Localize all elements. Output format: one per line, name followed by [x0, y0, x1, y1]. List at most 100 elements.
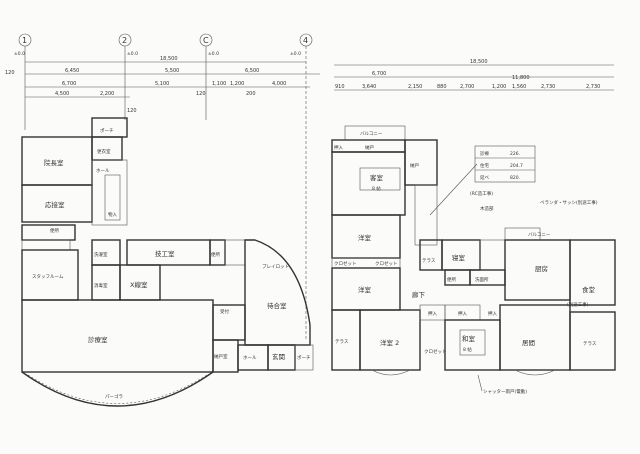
room-label: 便所: [447, 276, 456, 283]
room-label: 物入: [108, 211, 117, 218]
room-label: 客室: [370, 173, 384, 182]
axis-label: 4: [303, 36, 308, 45]
dim-text: 5,100: [155, 81, 169, 87]
dim-text: 6,700: [62, 81, 76, 87]
room-label: 押入: [334, 144, 343, 151]
left-dimension-lines: 18,500 6,450 5,500 6,500 6,700 5,100 1,1…: [5, 56, 320, 114]
room-label: 押入: [458, 310, 467, 317]
right-plan: [331, 125, 616, 376]
room-label: X線室: [130, 280, 148, 289]
dim-text: 1,100: [212, 81, 226, 87]
dim-text: 2,200: [100, 91, 114, 97]
treatment-room-outline: [21, 299, 214, 373]
room-label: ポーチ: [100, 127, 114, 134]
level-mark: ±0.0: [290, 51, 301, 57]
room-label: パーゴラ: [105, 393, 123, 400]
room-label: 消毒室: [94, 282, 108, 289]
room-label: 食堂: [582, 285, 596, 294]
room-label: バルコニー: [360, 131, 383, 137]
room-label: 洋室 2: [380, 338, 399, 347]
note: ベランダ・サッシ(別途工事): [540, 199, 598, 206]
room-label: ホール: [243, 355, 257, 361]
room-label: 8 帖: [372, 185, 381, 192]
dim-text: 6,450: [65, 68, 79, 74]
room-label: 更衣室: [97, 148, 111, 155]
room-label: 寝室: [452, 253, 466, 262]
room-label: 8 帖: [463, 346, 472, 353]
right-room-labels: バルコニー 押入 納戸 納戸 客室 8 帖 洋室 クロゼット クロゼット 洋室 …: [334, 131, 598, 395]
room-label: 厨房: [535, 264, 548, 273]
note: 木造部: [480, 205, 494, 212]
room-label: 応接室: [45, 200, 65, 209]
room-label: テラス: [422, 258, 436, 264]
room-label: 居間: [522, 339, 535, 347]
room-label: テラス: [335, 339, 349, 345]
room-label: 待合室: [267, 301, 287, 310]
room-label: 院長室: [44, 158, 64, 167]
room-label: 押入: [428, 310, 437, 317]
room-label: 廊下: [412, 290, 426, 299]
room-label: 受付: [220, 308, 229, 315]
room-label: クロゼット: [424, 348, 447, 355]
dim-text: 4,000: [272, 81, 286, 87]
grid-axes: 1 2 C 4 ±0.0 ±0.0 ±0.0 ±0.0: [14, 33, 313, 340]
area-label: 住宅: [480, 162, 489, 169]
dim-text: 4,500: [55, 91, 69, 97]
dim-text: 2,700: [460, 84, 474, 90]
axis-label: 1: [22, 36, 27, 45]
dim-text: 5,500: [165, 68, 179, 74]
note: (RC造工事): [470, 190, 493, 197]
note: (別途工事): [567, 301, 589, 308]
dim-text: 1,200: [492, 84, 506, 90]
dim-text: 3,640: [362, 84, 376, 90]
dim-text: 18,500: [160, 56, 178, 62]
level-mark: ±0.0: [127, 51, 138, 57]
axis-label: C: [203, 36, 209, 45]
room-label: 納戸: [410, 162, 419, 169]
note: シャッター雨戸(電動): [483, 388, 527, 395]
room-label: テラス: [583, 341, 597, 347]
dim-text: 6,700: [372, 71, 386, 77]
area-label: 診療: [480, 150, 489, 157]
axis-label: 2: [122, 36, 127, 45]
area-value: 820.: [510, 175, 520, 181]
dim-text: 18,500: [470, 59, 488, 65]
dim-text: 880: [437, 84, 447, 90]
pergola-arc: [21, 371, 214, 407]
room-label: 洗濯室: [94, 251, 108, 258]
room-label: 診療室: [88, 335, 108, 344]
room-label: クロゼット: [375, 260, 398, 267]
room-label: 洋室: [358, 233, 372, 242]
left-plan: [21, 117, 314, 407]
left-room-labels: ポーチ 更衣室 院長室 応接室 ホール 物入 便所 スタッフルーム 洗濯室 消毒…: [32, 127, 311, 400]
dim-text: 120: [127, 108, 137, 114]
room-label: ホール: [96, 168, 110, 174]
room-label: 納戸: [365, 144, 374, 151]
level-mark: ±0.0: [208, 51, 219, 57]
room-label: スタッフルーム: [32, 273, 64, 280]
room-label: 技工室: [155, 249, 175, 258]
area-value: 204.7: [510, 163, 523, 169]
room-label: 洗面所: [475, 276, 489, 283]
room-label: バルコニー: [528, 232, 551, 238]
dim-text: 6,500: [245, 68, 259, 74]
room-label: 玄関: [272, 352, 285, 361]
room-label: 便所: [50, 227, 59, 234]
area-table: 診療 226. 住宅 204.7 延べ 820.: [429, 145, 536, 216]
room-label: クロゼット: [334, 260, 357, 267]
area-label: 延べ: [480, 174, 489, 181]
dim-text: 910: [335, 84, 345, 90]
area-value: 226.: [510, 151, 520, 157]
dim-text: 2,730: [541, 84, 555, 90]
room-label: 押入: [488, 310, 497, 317]
porch-top: [91, 117, 128, 138]
room-label: 納戸室: [214, 353, 228, 360]
dim-text: 2,150: [408, 84, 422, 90]
dim-text: 1,560: [512, 84, 526, 90]
right-dimension-lines: 18,500 6,700 11,800 910 3,640 2,150 880 …: [334, 59, 614, 91]
waiting-room-outline: [244, 239, 311, 346]
room-label: ポーチ: [297, 354, 311, 361]
dim-text: 11,800: [512, 75, 530, 81]
